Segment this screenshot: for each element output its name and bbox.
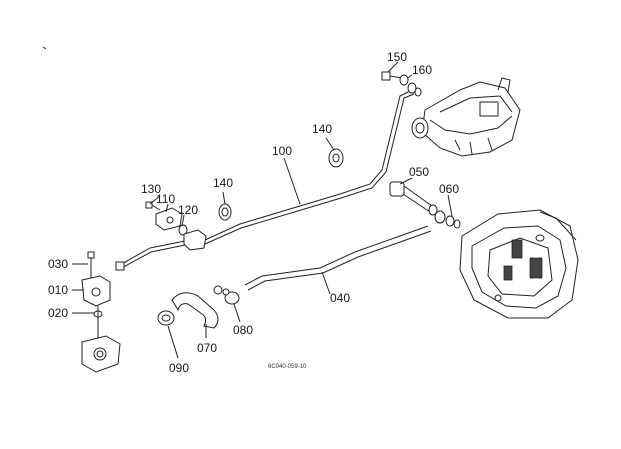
nut-fitting bbox=[115, 261, 125, 271]
stray-mark bbox=[42, 46, 47, 50]
callout-060: 060 bbox=[439, 182, 459, 196]
clamp-140-lower bbox=[218, 203, 232, 221]
callout-040: 040 bbox=[330, 291, 350, 305]
callout-030: 030 bbox=[48, 257, 68, 271]
o-ring-020 bbox=[93, 306, 103, 340]
callout-020: 020 bbox=[48, 306, 68, 320]
callout-110: 110 bbox=[156, 192, 175, 206]
callout-160: 160 bbox=[412, 63, 432, 77]
callout-090: 090 bbox=[169, 361, 189, 375]
pipe-040 bbox=[244, 225, 432, 291]
callout-140-upper: 140 bbox=[312, 122, 332, 136]
hydraulic-pump bbox=[411, 77, 521, 157]
callout-010: 010 bbox=[48, 283, 68, 297]
callout-labels: 030 010 020 130 110 120 140 140 100 150 … bbox=[48, 50, 459, 375]
transmission-case bbox=[459, 209, 579, 319]
clamp-140-upper bbox=[328, 148, 344, 168]
callout-080: 080 bbox=[233, 323, 253, 337]
bolt-130 bbox=[145, 201, 161, 211]
housing-010 bbox=[81, 275, 111, 307]
pipe-100 bbox=[117, 89, 415, 271]
callout-130: 130 bbox=[141, 182, 161, 196]
callout-140-lower: 140 bbox=[213, 176, 233, 190]
fitting-block bbox=[183, 229, 207, 251]
washer-060 bbox=[434, 210, 461, 229]
valve-body bbox=[81, 335, 121, 373]
clamp-090 bbox=[157, 310, 175, 326]
bolt-150 bbox=[381, 71, 422, 97]
hose-070 bbox=[171, 292, 219, 329]
tube-050 bbox=[389, 181, 438, 216]
callout-120: 120 bbox=[178, 203, 198, 217]
callout-070: 070 bbox=[197, 341, 217, 355]
clamp-080 bbox=[213, 285, 240, 305]
callout-100: 100 bbox=[272, 144, 292, 158]
callout-050: 050 bbox=[409, 165, 429, 179]
seal-120 bbox=[178, 224, 188, 236]
callout-150: 150 bbox=[387, 50, 407, 64]
leader-lines bbox=[72, 61, 453, 359]
bolt-030 bbox=[87, 251, 95, 278]
diagram-code: 6C040-059-10 bbox=[268, 364, 307, 370]
